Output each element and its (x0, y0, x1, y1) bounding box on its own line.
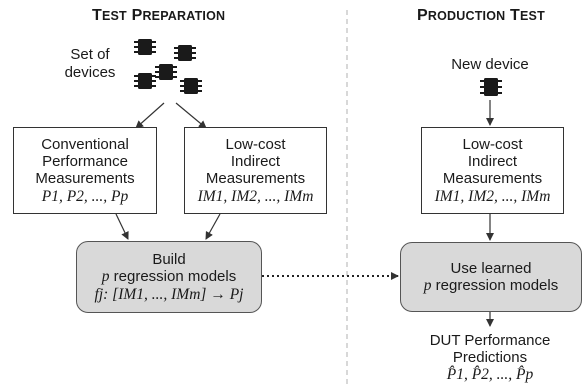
use-learned-models-box: Use learned p regression models (400, 242, 582, 312)
device-chips-icon (134, 39, 202, 94)
arrow-devices-to-conventional (135, 102, 165, 129)
predictions-list-math: P̂1, P̂2, ..., P̂p (446, 366, 534, 383)
arrow-lowcost-to-build (205, 213, 221, 240)
arrow-devices-to-lowcost (175, 102, 207, 129)
build-regression-models-box: Build p regression models fj: [IM1, ...,… (76, 241, 262, 313)
indirect-measurement-list-math: IM1, IM2, ..., IMm (197, 188, 314, 205)
production-test-title: PRODUCTION TEST (417, 7, 545, 24)
lowcost-measurements-box-right: Low-cost Indirect Measurements IM1, IM2,… (421, 127, 564, 214)
new-device-label: New device (451, 56, 529, 73)
test-preparation-title: TEST PREPARATION (92, 7, 226, 24)
regression-mapping-math: fj: [IM1, ..., IMm] → Pj (94, 286, 244, 303)
dut-predictions-label: DUT Performance Predictions P̂1, P̂2, ..… (420, 332, 560, 383)
set-of-devices-label: Set of devices (64, 46, 116, 81)
indirect-measurement-list-math-right: IM1, IM2, ..., IMm (434, 188, 551, 205)
performance-list-math: P1, P2, ..., Pp (41, 188, 129, 205)
arrow-conventional-to-build (115, 213, 129, 240)
lowcost-measurements-box-left: Low-cost Indirect Measurements IM1, IM2,… (184, 127, 327, 214)
conventional-measurements-box: Conventional Performance Measurements P1… (13, 127, 157, 214)
new-device-chip-icon (480, 78, 502, 96)
